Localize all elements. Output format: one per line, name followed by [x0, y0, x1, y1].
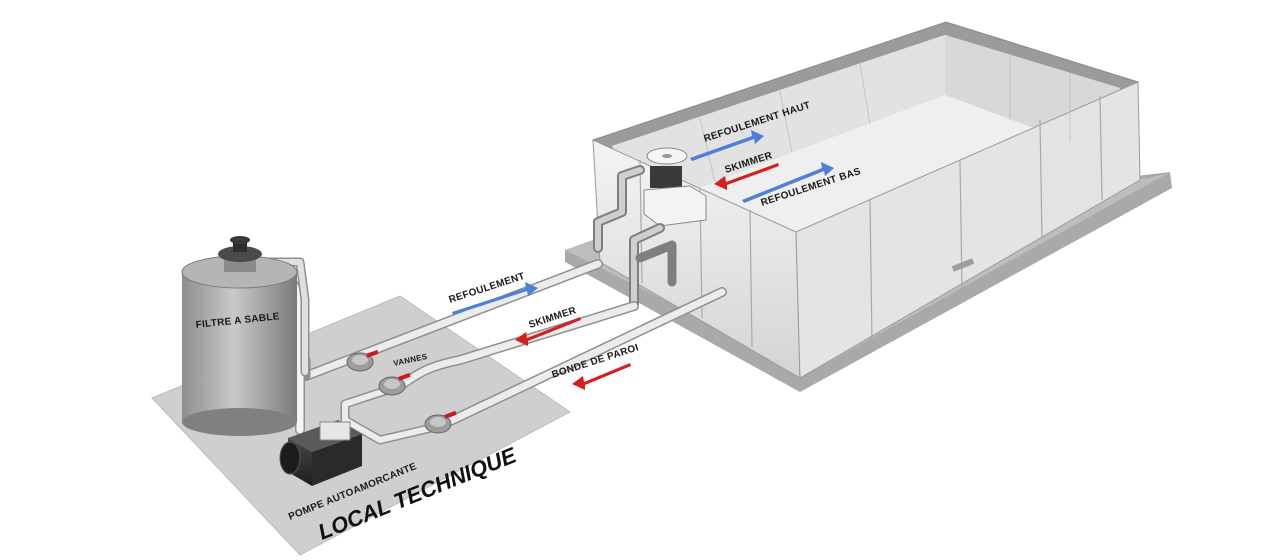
pipe-bonde-riser — [635, 240, 677, 287]
pump-body-side — [312, 434, 362, 486]
arrow-bonde-de-paroi — [572, 363, 631, 390]
skimmer-unit — [643, 147, 707, 227]
pump-prefilter — [319, 421, 351, 441]
arrow-refoulement — [452, 282, 538, 315]
filter-valve-cap — [218, 246, 262, 262]
arrow-refoulement-bas — [742, 162, 834, 203]
valve-refoulement[interactable] — [346, 349, 379, 372]
valve-handle[interactable] — [444, 410, 457, 419]
skimmer-lid-center — [662, 154, 672, 158]
arrow-skimmer-pipe — [515, 317, 581, 346]
skimmer-neck — [650, 166, 682, 188]
valve-handle[interactable] — [398, 372, 411, 381]
valve-skimmer[interactable] — [378, 372, 411, 396]
valve-bonde[interactable] — [424, 410, 457, 434]
flow-arrows — [452, 130, 834, 390]
skimmer-body — [643, 185, 707, 227]
pool-inner-panels — [699, 55, 1071, 183]
valves — [346, 349, 457, 434]
self-priming-pump — [279, 420, 362, 486]
filter-tank-bottom — [182, 408, 297, 436]
pool-side-wall — [795, 81, 1141, 379]
arrow-skimmer-pool — [714, 163, 779, 190]
sand-filter — [181, 236, 298, 436]
valve-handle[interactable] — [366, 349, 379, 358]
filter-tank-body — [182, 272, 297, 422]
pool-inner-back-wall — [612, 35, 945, 210]
arrow-refoulement-haut — [690, 130, 764, 161]
bottom-drain — [951, 258, 975, 272]
pump-motor-face — [279, 441, 301, 475]
